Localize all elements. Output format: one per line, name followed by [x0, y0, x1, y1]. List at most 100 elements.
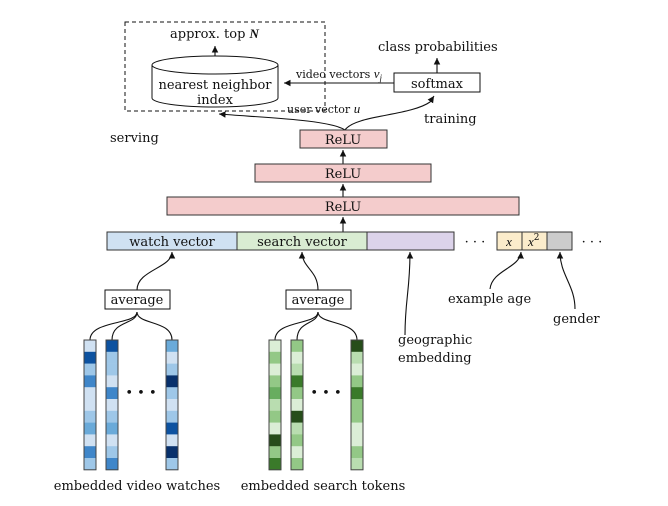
geographic-label-line2: embedding [398, 351, 472, 366]
search-token-embedding-cell [291, 375, 303, 388]
video-watch-embedding-cell [84, 446, 96, 459]
video-watch-embedding-cell [166, 375, 178, 388]
serving-region [124, 21, 326, 112]
search-token-embedding-edge [296, 311, 319, 341]
video-watch-embedding-cell [106, 375, 118, 388]
search-token-embedding-cell [269, 458, 281, 471]
search-token-embedding-cell [269, 410, 281, 423]
watch-ellipsis: • • • [125, 386, 156, 401]
gender-label: gender [553, 312, 600, 327]
input-ellipsis: · · · [465, 235, 486, 250]
search-token-embedding-cell [351, 434, 363, 447]
search-token-embedding-cell [351, 410, 363, 423]
relu-layer-bottom [166, 196, 520, 216]
search-token-embedding-cell [351, 458, 363, 471]
video-watch-embedding-cell [106, 363, 118, 376]
example-age-label: example age [448, 292, 531, 307]
training-label: training [424, 112, 477, 127]
video-watch-embedding-cell [166, 410, 178, 423]
search-token-embedding-cell [269, 434, 281, 447]
user-vector-label: user vector u [287, 101, 361, 116]
video-watch-embedding-column [83, 339, 97, 471]
video-watch-embedding-cell [166, 340, 178, 353]
video-watch-embedding-edge [111, 311, 138, 341]
search-caption: embedded search tokens [241, 479, 406, 494]
video-watch-embedding-cell [166, 422, 178, 435]
video-watch-embedding-cell [84, 458, 96, 471]
search-token-embedding-cell [351, 340, 363, 353]
relu-layer-top-label: ReLU [325, 133, 361, 148]
search-token-embedding-cell [351, 387, 363, 400]
search-token-embedding-cell [291, 363, 303, 376]
search-token-embedding-cell [351, 399, 363, 412]
watch-average-box [104, 289, 171, 310]
gender-edge [556, 251, 576, 310]
search-token-embedding-column [290, 339, 304, 471]
embedded-search-tokens [268, 311, 364, 471]
video-watch-embedding-cell [106, 387, 118, 400]
video-watch-embedding-cell [106, 458, 118, 471]
search-token-embedding-cell [351, 375, 363, 388]
example-age-edge [489, 251, 524, 290]
video-vectors-label: video vectors vj [295, 66, 383, 83]
relu-layer-bottom-label: ReLU [325, 200, 361, 215]
video-watch-embedding-edge [136, 311, 173, 341]
video-watch-embedding-cell [106, 410, 118, 423]
watch-average-label: average [111, 293, 164, 308]
video-watch-embedding-cell [166, 399, 178, 412]
video-watch-embedding-cell [106, 434, 118, 447]
search-token-embedding-cell [291, 446, 303, 459]
user-vector-to-index-edge [218, 111, 346, 131]
video-watch-embedding-cell [166, 446, 178, 459]
search-token-embedding-cell [291, 351, 303, 364]
user-vector-to-softmax-edge [344, 95, 435, 131]
search-token-embedding-cell [269, 422, 281, 435]
video-watch-embedding-cell [166, 458, 178, 471]
search-token-embedding-edge [317, 311, 358, 341]
search-token-embedding-cell [291, 434, 303, 447]
relu-layer-middle [254, 163, 432, 183]
search-token-embedding-cell [269, 399, 281, 412]
geographic-label-line1: geographic [398, 333, 472, 348]
video-watch-embedding-cell [84, 363, 96, 376]
example-age-x2-label: x2 [527, 233, 540, 249]
video-watch-embedding-cell [84, 351, 96, 364]
search-token-embedding-cell [269, 363, 281, 376]
video-watch-embedding-cell [106, 340, 118, 353]
search-token-embedding-column [268, 339, 282, 471]
embedded-video-watches [83, 311, 179, 471]
relu-layer-top [299, 129, 388, 149]
search-token-embedding-cell [291, 340, 303, 353]
search-token-embedding-edge [274, 311, 319, 341]
search-token-embedding-cell [291, 458, 303, 471]
geographic-embedding-segment [366, 231, 455, 251]
geographic-edge [404, 251, 414, 336]
search-token-embedding-cell [351, 351, 363, 364]
video-watch-embedding-cell [106, 399, 118, 412]
search-token-embedding-column [350, 339, 364, 471]
watch-average-edge [136, 251, 176, 291]
video-watch-embedding-cell [84, 399, 96, 412]
search-token-embedding-cell [351, 422, 363, 435]
search-token-embedding-cell [269, 340, 281, 353]
softmax-label: softmax [411, 77, 464, 92]
search-token-embedding-cell [351, 446, 363, 459]
search-token-embedding-cell [269, 387, 281, 400]
video-watch-embedding-cell [166, 387, 178, 400]
search-average-edge [298, 251, 319, 291]
search-token-embedding-cell [291, 387, 303, 400]
video-watch-embedding-cell [84, 387, 96, 400]
trailing-ellipsis: · · · [582, 235, 603, 250]
example-age-x-label: x [505, 234, 512, 249]
search-token-embedding-cell [291, 422, 303, 435]
index-label-line1: nearest neighbor [158, 78, 272, 93]
search-token-embedding-cell [291, 399, 303, 412]
video-watch-embedding-cell [166, 351, 178, 364]
video-watch-embedding-edge [89, 311, 138, 341]
search-average-box [285, 289, 352, 310]
video-watch-embedding-cell [106, 446, 118, 459]
video-watch-embedding-cell [84, 434, 96, 447]
video-watch-embedding-column [105, 339, 119, 471]
gender-segment [546, 231, 573, 251]
